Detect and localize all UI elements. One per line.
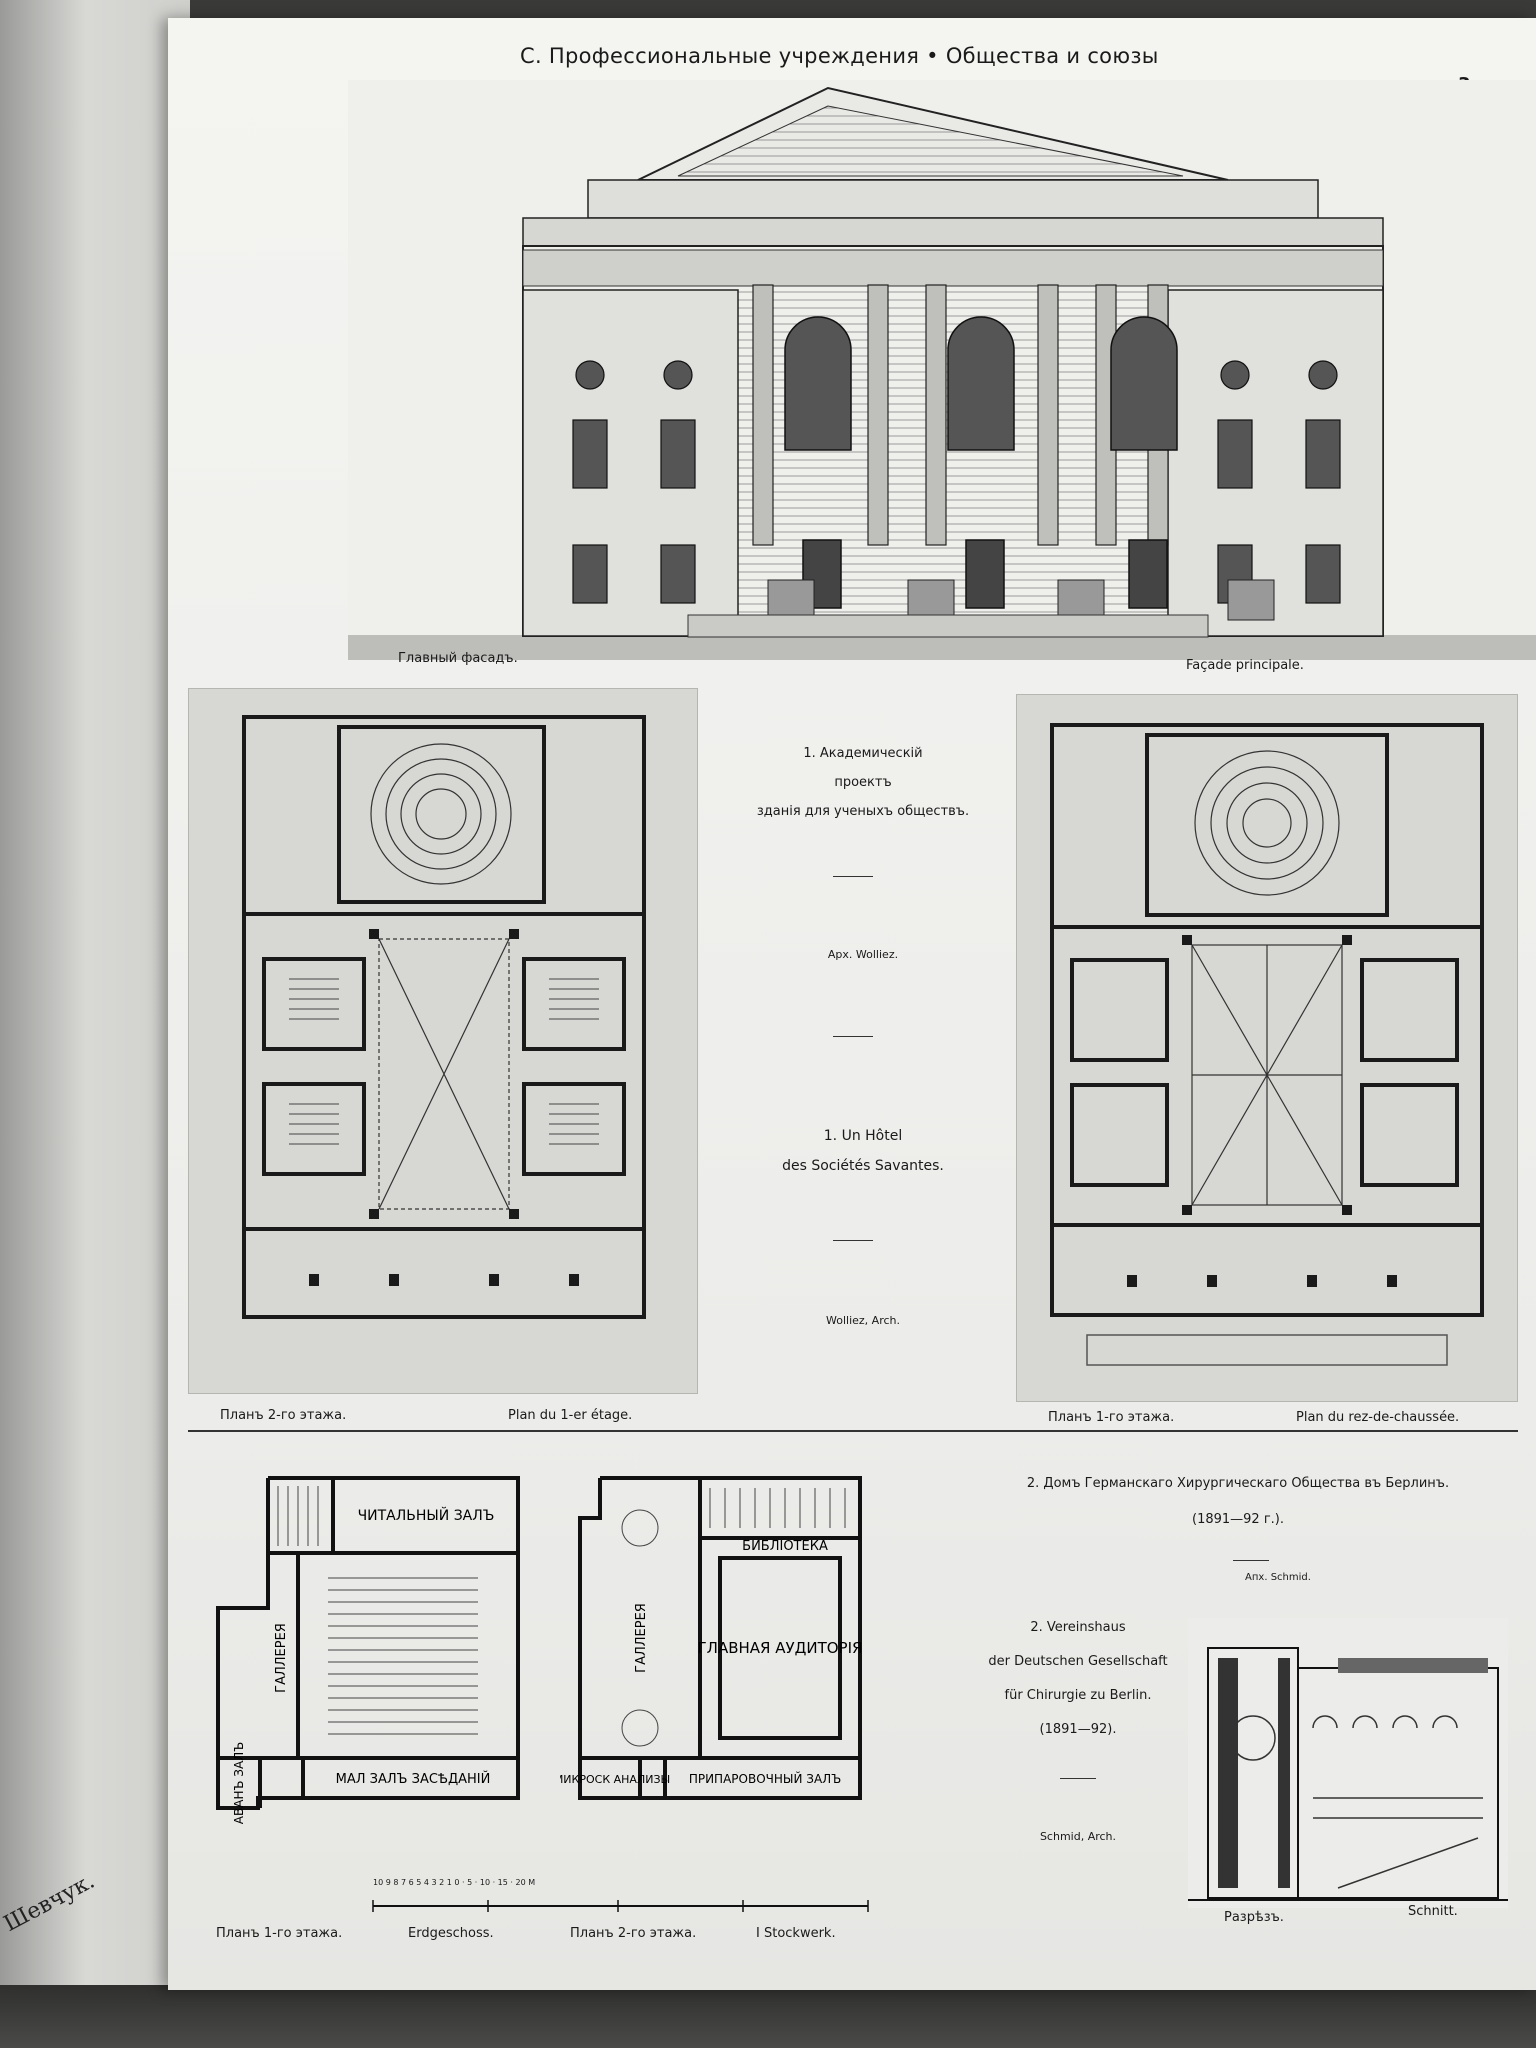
room-label-reading-hall: ЧИТАЛЬНЫЙ ЗАЛЪ: [358, 1506, 495, 1524]
room-label-preparation-hall: ПРИПАРОВОЧНЫЙ ЗАЛЪ: [689, 1771, 841, 1786]
project2-architect-de: Schmid, Arch.: [1039, 1830, 1117, 1843]
project1-title-ru-line3: зданія для ученыхъ обществъ.: [756, 804, 970, 819]
ground-plan-caption-fr: Plan du rez-de-chaussée.: [1296, 1410, 1460, 1425]
project2-title-ru: 2. Домъ Германскаго Хирургическаго Общес…: [1026, 1476, 1450, 1491]
section-divider: [188, 1430, 1518, 1432]
scale-bar-label: 10 9 8 7 6 5 4 3 2 1 0 · 5 · 10 · 15 · 2…: [373, 1878, 536, 1887]
facade-caption-fr: Façade principale.: [1186, 658, 1304, 673]
project2-title-de-line3: für Chirurgie zu Berlin.: [1004, 1688, 1152, 1703]
project1-title-fr-line2: des Sociétés Savantes.: [782, 1158, 944, 1174]
room-label-anteroom: АВАНЪ ЗАЛЪ: [232, 1742, 246, 1824]
divider: [833, 1036, 873, 1037]
project2-years-ru: (1891—92 г.).: [1192, 1512, 1284, 1527]
divider: [1233, 1560, 1269, 1561]
divider: [1060, 1778, 1096, 1779]
project2-architect-ru: Апх. Schmid.: [1245, 1572, 1311, 1583]
p2-upper-plan-caption-de: I Stockwerk.: [756, 1926, 836, 1941]
ground-plan-caption-ru: Планъ 1-го этажа.: [1048, 1410, 1175, 1425]
project1-architect-fr: Wolliez, Arch.: [826, 1314, 900, 1327]
scale-bar: [372, 1900, 869, 1912]
page-header: С. Профессиональные учреждения • Обществ…: [520, 44, 1159, 68]
project2-title-de-line2: der Deutschen Gesellschaft: [988, 1654, 1168, 1669]
project1-architect-ru: Арх. Wolliez.: [827, 948, 899, 961]
project2-ground-floor-plan: ЧИТАЛЬНЫЙ ЗАЛЪ ГАЛЛЕРЕЯ АВАНЪ ЗАЛЪ МАЛ З…: [216, 1476, 520, 1824]
divider: [833, 876, 873, 877]
project2-upper-floor-plan: БИБЛІОТЕКА ГАЛЛЕРЕЯ ГЛАВНАЯ АУДИТОРІЯ МИ…: [560, 1476, 863, 1800]
p2-ground-plan-caption-de: Erdgeschoss.: [408, 1926, 494, 1941]
project2-title-de-line1: 2. Vereinshaus: [1030, 1620, 1126, 1635]
project1-title-ru-line2: проектъ: [834, 775, 892, 790]
facade-elevation-drawing: [348, 80, 1536, 660]
ground-floor-plan: [1050, 723, 1484, 1366]
upper-plan-caption-fr: Plan du 1-er étage.: [508, 1408, 633, 1423]
project2-section-drawing: [1188, 1618, 1508, 1908]
desk-background: [0, 0, 190, 2048]
project2-years-de: (1891—92).: [1039, 1722, 1117, 1737]
project1-title-fr-line1: 1. Un Hôtel: [823, 1128, 903, 1144]
facade-caption-ru: Главный фасадъ.: [398, 651, 518, 666]
upper-floor-plan: [242, 715, 646, 1319]
upper-plan-caption-ru: Планъ 2-го этажа.: [220, 1408, 347, 1423]
section-caption-de: Schnitt.: [1408, 1904, 1458, 1919]
divider: [833, 1240, 873, 1241]
room-label-main-auditorium: ГЛАВНАЯ АУДИТОРІЯ: [698, 1639, 863, 1657]
room-label-library: БИБЛІОТЕКА: [742, 1539, 828, 1554]
p2-upper-plan-caption-ru: Планъ 2-го этажа.: [570, 1926, 697, 1941]
room-label-microscopy: МИКРОСК АНАЛИЗЫ: [560, 1773, 670, 1786]
ground-floor-plan-plate: [1016, 694, 1518, 1402]
p2-ground-plan-caption-ru: Планъ 1-го этажа.: [216, 1926, 343, 1941]
room-label-gallery-upper: ГАЛЛЕРЕЯ: [634, 1603, 649, 1673]
room-label-small-hall: МАЛ ЗАЛЪ ЗАСѢДАНІЙ: [336, 1771, 491, 1787]
room-label-gallery: ГАЛЛЕРЕЯ: [274, 1623, 289, 1693]
upper-floor-plan-plate: [188, 688, 698, 1394]
section-caption-ru: Разрѣзъ.: [1224, 1910, 1284, 1925]
fabric-background: [0, 1985, 1536, 2048]
project1-title-ru-line1: 1. Академическій: [803, 746, 923, 761]
book-page: С. Профессиональные учреждения • Обществ…: [168, 18, 1536, 1990]
